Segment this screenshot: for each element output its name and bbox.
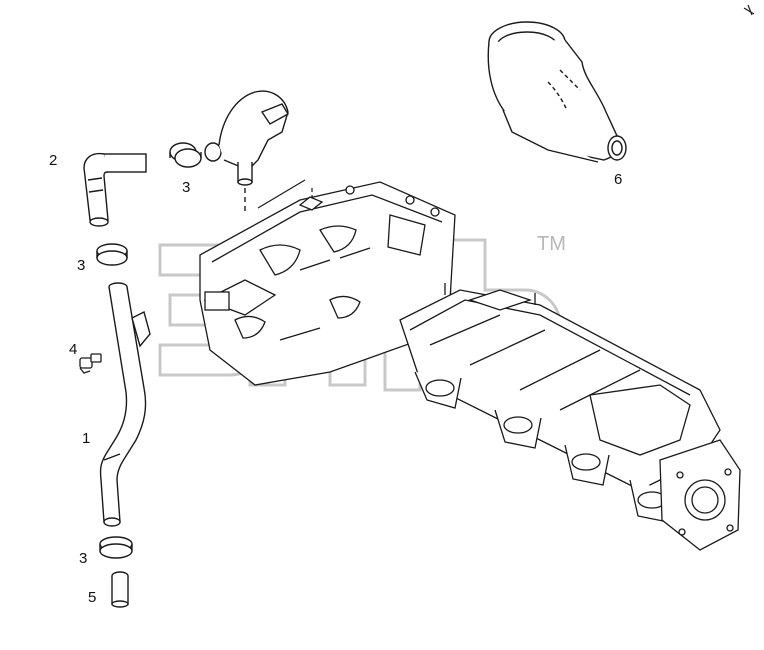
callout-part-6: 6	[614, 171, 623, 188]
part-2-upper-hose	[83, 152, 147, 227]
part-3-clamp-bottom	[99, 536, 133, 559]
watermark-trademark: TM	[537, 233, 566, 255]
corner-mark	[743, 4, 755, 16]
callout-part-5: 5	[88, 589, 97, 606]
callout-part-4: 4	[69, 341, 78, 358]
part-3-clamp-mid	[96, 243, 128, 266]
part-6-housing	[487, 21, 627, 163]
callout-part-3-mid: 3	[77, 257, 86, 274]
callout-part-3-bottom: 3	[79, 550, 88, 567]
manifold-assembly	[399, 283, 741, 551]
part-3-clamp-top	[169, 142, 202, 168]
callout-part-2: 2	[49, 152, 58, 169]
part-5-pipe	[111, 571, 129, 608]
part-1-lower-hose	[99, 282, 151, 527]
thermostat-housing	[204, 90, 289, 212]
callout-part-1: 1	[82, 430, 91, 447]
cylinder-head-block	[199, 181, 456, 386]
part-4-plug	[79, 353, 102, 374]
callout-part-3-top: 3	[182, 179, 191, 196]
